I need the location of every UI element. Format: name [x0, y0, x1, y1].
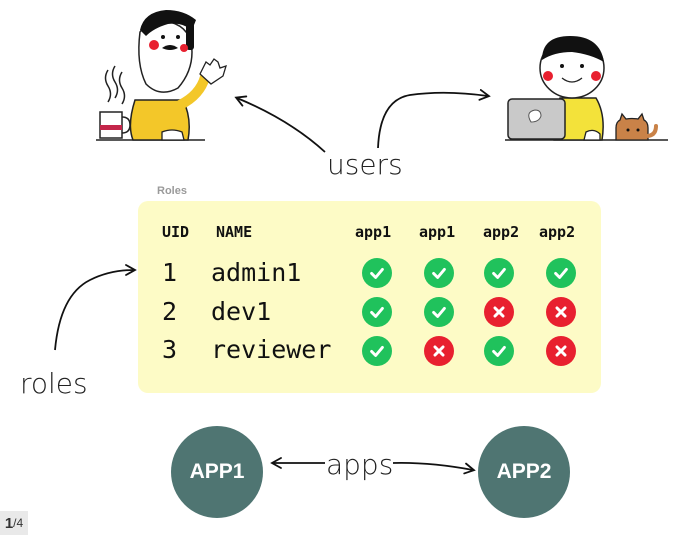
app2-node: APP2	[478, 426, 570, 518]
header-app-col-1: app1	[355, 223, 392, 241]
arrow-to-left-user	[234, 95, 326, 153]
cross-icon	[546, 336, 576, 366]
roles-caption: Roles	[157, 185, 187, 197]
page-indicator[interactable]: 1/4	[0, 511, 28, 535]
users-label: users	[327, 148, 403, 181]
check-icon	[546, 258, 576, 288]
cross-icon	[546, 297, 576, 327]
arrow-to-app2	[392, 461, 476, 475]
row-3-uid: 3	[162, 335, 178, 364]
page-current: 1	[4, 514, 14, 532]
roles-table: UID NAME app1 app1 app2 app2 1 admin1 2 …	[138, 201, 601, 393]
check-icon	[362, 258, 392, 288]
row-3-name: reviewer	[211, 335, 332, 364]
row-2-uid: 2	[162, 297, 178, 326]
check-icon	[362, 297, 392, 327]
cross-icon	[484, 297, 514, 327]
app1-node: APP1	[171, 426, 263, 518]
check-icon	[424, 258, 454, 288]
arrow-to-roles-table	[54, 264, 137, 351]
check-icon	[484, 336, 514, 366]
header-app-col-3: app2	[483, 223, 520, 241]
header-app-col-4: app2	[539, 223, 576, 241]
cross-icon	[424, 336, 454, 366]
header-name: NAME	[216, 223, 253, 241]
check-icon	[424, 297, 454, 327]
row-2-name: dev1	[211, 297, 272, 326]
arrow-to-right-user	[377, 89, 491, 149]
page-total: /4	[13, 516, 24, 530]
header-app-col-2: app1	[419, 223, 456, 241]
row-1-name: admin1	[211, 258, 302, 287]
user-waving-illustration	[96, 10, 227, 141]
user-laptop-illustration	[505, 36, 668, 141]
check-icon	[362, 336, 392, 366]
row-1-uid: 1	[162, 258, 178, 287]
roles-label: roles	[20, 367, 88, 400]
header-uid: UID	[162, 223, 190, 241]
apps-label: apps	[326, 448, 393, 481]
check-icon	[484, 258, 514, 288]
